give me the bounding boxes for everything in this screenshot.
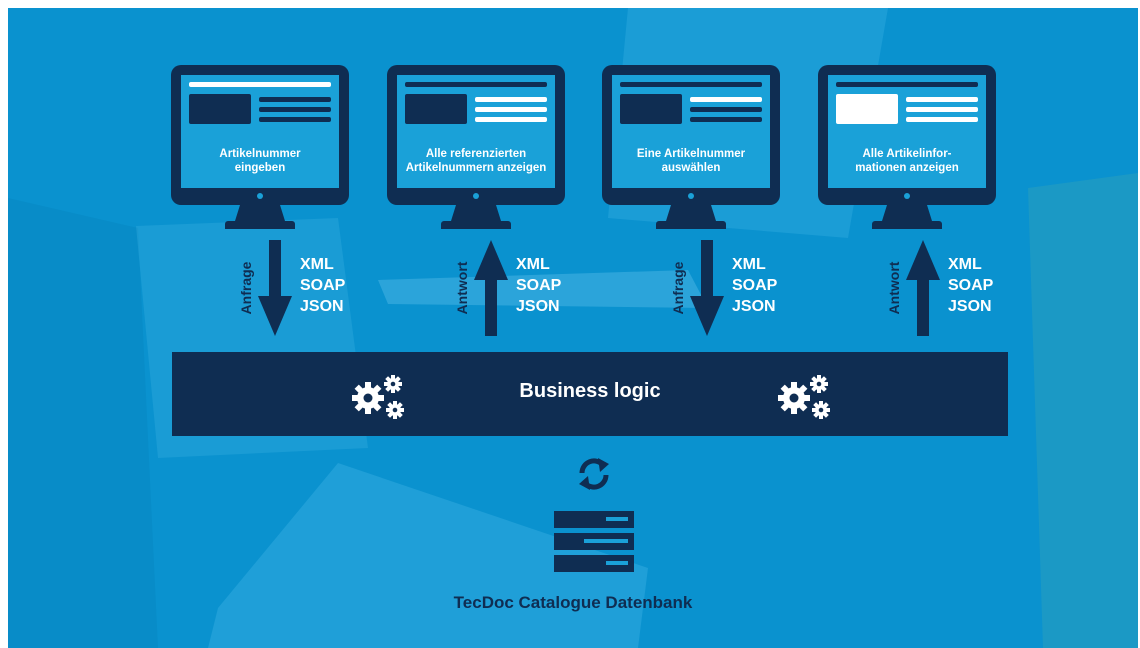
monitor-caption: Eine Artikelnummer auswählen <box>612 147 770 175</box>
screen-text-line <box>475 107 547 112</box>
arrow-up-icon <box>474 240 508 336</box>
screen-text-line <box>906 107 978 112</box>
flow-request-1: Anfrage XML SOAP JSON <box>236 240 366 336</box>
monitor-screen: Eine Artikelnummer auswählen <box>612 75 770 188</box>
monitor-caption: Alle Artikelinfor- mationen anzeigen <box>828 147 986 175</box>
flow-formats: XML SOAP JSON <box>948 256 994 315</box>
screen-text-line <box>906 117 978 122</box>
caption-line-1: Alle Artikelinfor- <box>862 148 952 160</box>
flow-label: Anfrage <box>670 261 686 315</box>
flow-label: Antwort <box>454 261 470 315</box>
screen-image-block <box>189 94 251 124</box>
power-led <box>473 193 479 199</box>
monitor-neck <box>882 205 932 221</box>
screen-text-line <box>475 117 547 122</box>
gears-icon <box>778 375 830 419</box>
flow-formats: XML SOAP JSON <box>516 256 562 315</box>
flow-formats: XML SOAP JSON <box>732 256 778 315</box>
power-led <box>257 193 263 199</box>
arrow-up-icon <box>906 240 940 336</box>
screen-text-line <box>475 97 547 102</box>
power-led <box>904 193 910 199</box>
screen-header-bar <box>405 82 547 87</box>
monitor-2: Alle referenzierten Artikelnummern anzei… <box>387 65 565 243</box>
sync-icon <box>579 458 609 490</box>
monitor-caption: Artikelnummer eingeben <box>181 147 339 175</box>
screen-text-line <box>690 97 762 102</box>
screen-text-line <box>690 107 762 112</box>
screen-image-block <box>620 94 682 124</box>
caption-line-2: mationen anzeigen <box>855 162 959 174</box>
arrow-down-icon <box>258 240 292 336</box>
flow-response-1: Antwort XML SOAP JSON <box>452 240 582 336</box>
monitor-screen: Alle Artikelinfor- mationen anzeigen <box>828 75 986 188</box>
caption-line-2: Artikelnummern anzeigen <box>405 162 547 174</box>
arrow-down-icon <box>690 240 724 336</box>
screen-header-bar <box>620 82 762 87</box>
database-title: TecDoc Catalogue Datenbank <box>453 593 693 612</box>
caption-line-1: Artikelnummer <box>219 148 301 160</box>
monitor-neck <box>451 205 501 221</box>
monitor-screen: Alle referenzierten Artikelnummern anzei… <box>397 75 555 188</box>
monitor-frame: Alle referenzierten Artikelnummern anzei… <box>387 65 565 205</box>
caption-line-2: eingeben <box>234 162 286 174</box>
business-logic-label: Business logic <box>519 380 661 402</box>
screen-text-line <box>259 107 331 112</box>
server-icon <box>554 511 634 572</box>
monitor-base <box>441 221 511 229</box>
monitor-base <box>872 221 942 229</box>
monitor-frame: Alle Artikelinfor- mationen anzeigen <box>818 65 996 205</box>
monitor-base <box>225 221 295 229</box>
screen-image-block <box>836 94 898 124</box>
diagram-canvas: Artikelnummer eingeben Alle referenziert… <box>8 8 1138 648</box>
monitor-neck <box>235 205 285 221</box>
monitor-frame: Eine Artikelnummer auswählen <box>602 65 780 205</box>
monitor-base <box>656 221 726 229</box>
screen-text-line <box>259 97 331 102</box>
flow-formats: XML SOAP JSON <box>300 256 346 315</box>
gears-icon <box>352 375 404 419</box>
caption-line-1: Alle referenzierten <box>425 148 527 160</box>
monitor-4: Alle Artikelinfor- mationen anzeigen <box>818 65 996 243</box>
flow-label: Anfrage <box>238 261 254 315</box>
monitor-1: Artikelnummer eingeben <box>171 65 349 243</box>
screen-image-block <box>405 94 467 124</box>
business-logic-bar: Business logic <box>172 352 1008 436</box>
monitor-frame: Artikelnummer eingeben <box>171 65 349 205</box>
screen-text-line <box>906 97 978 102</box>
screen-header-bar <box>836 82 978 87</box>
power-led <box>688 193 694 199</box>
flow-response-2: Antwort XML SOAP JSON <box>884 240 1014 336</box>
flow-label: Antwort <box>886 261 902 315</box>
flow-request-2: Anfrage XML SOAP JSON <box>668 240 798 336</box>
screen-header-bar <box>189 82 331 87</box>
monitor-caption: Alle referenzierten Artikelnummern anzei… <box>397 147 555 175</box>
caption-line-2: auswählen <box>661 162 721 174</box>
monitor-3: Eine Artikelnummer auswählen <box>602 65 780 243</box>
screen-text-line <box>690 117 762 122</box>
caption-line-1: Eine Artikelnummer <box>636 148 746 160</box>
screen-text-line <box>259 117 331 122</box>
monitor-neck <box>666 205 716 221</box>
monitor-screen: Artikelnummer eingeben <box>181 75 339 188</box>
